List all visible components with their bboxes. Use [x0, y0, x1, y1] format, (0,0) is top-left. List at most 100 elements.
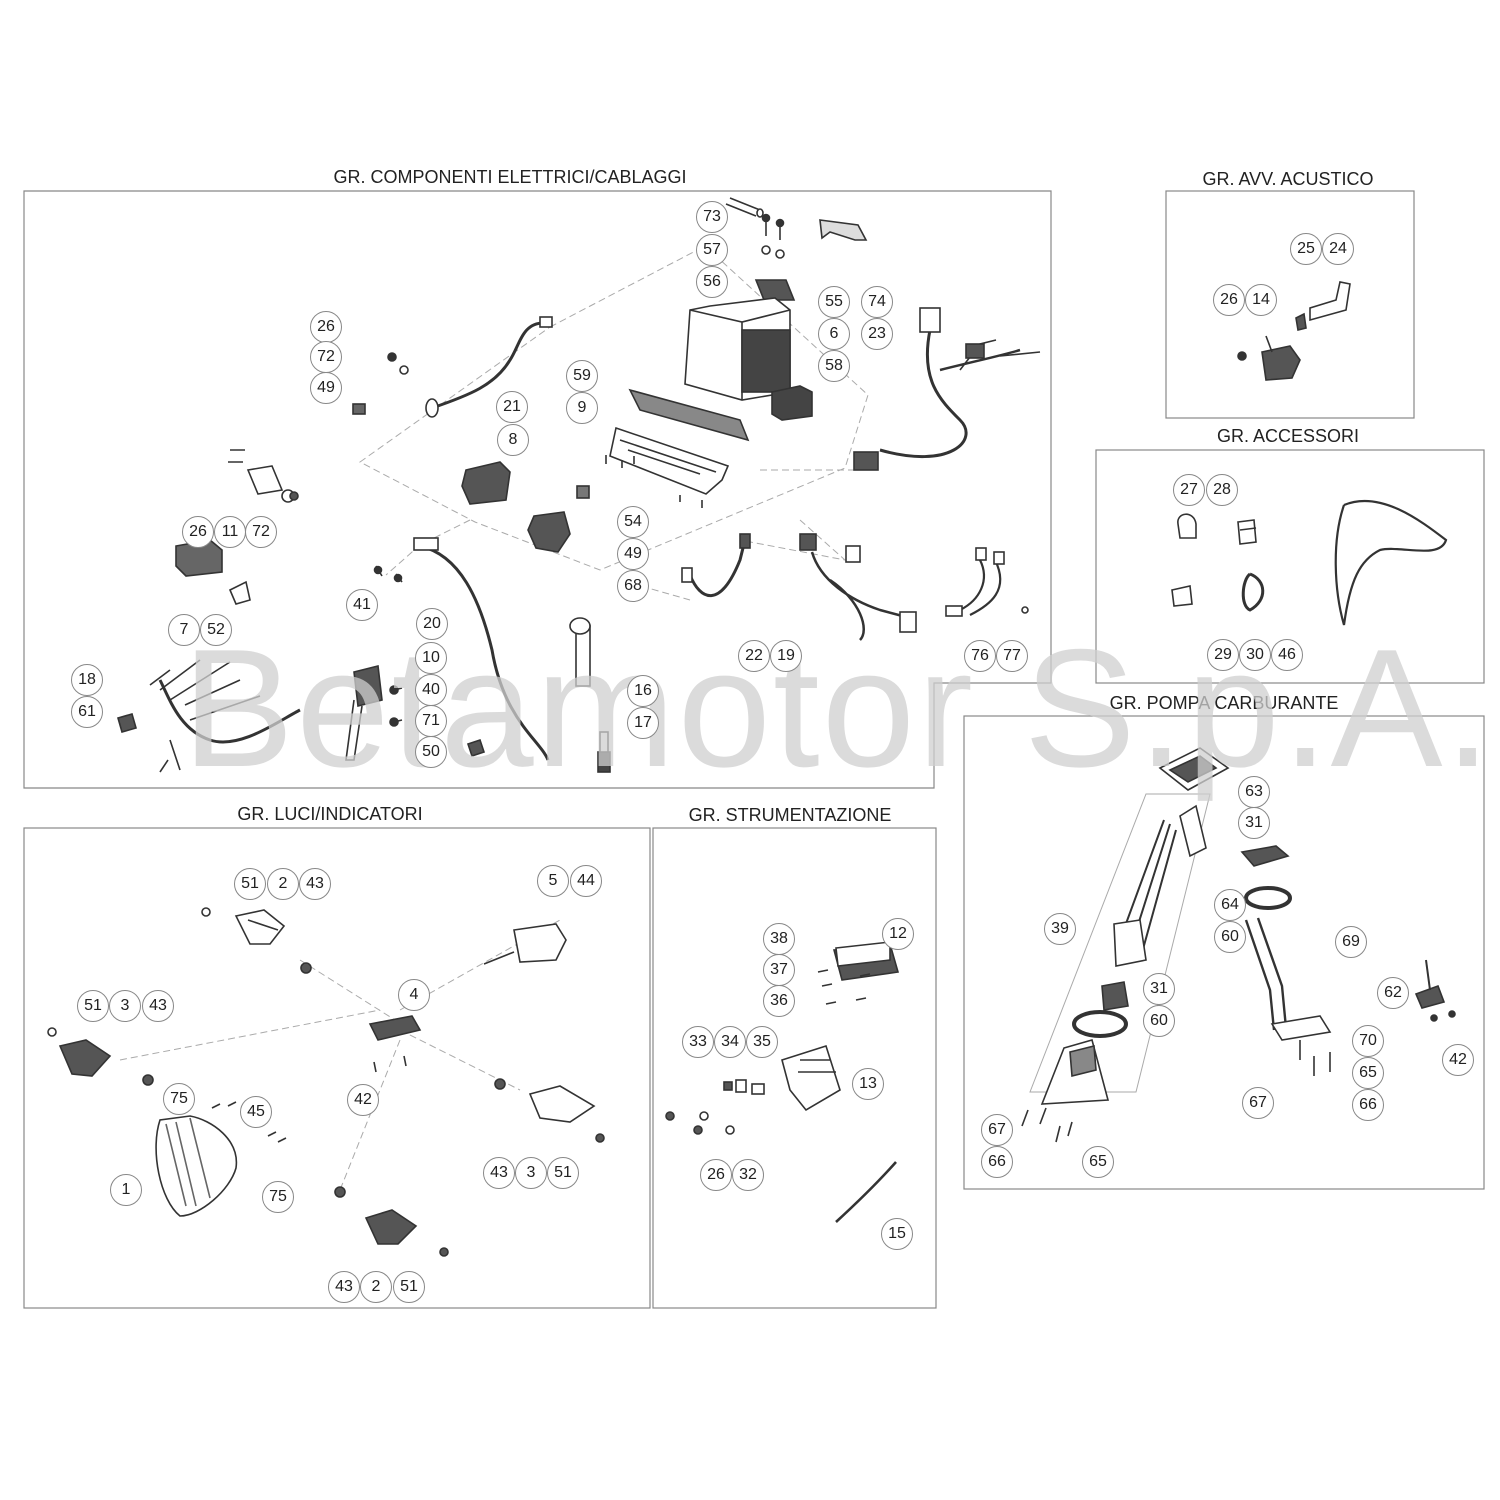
callout-36[interactable]: 36 — [763, 985, 795, 1017]
callout-52[interactable]: 52 — [200, 614, 232, 646]
callout-42[interactable]: 42 — [1442, 1044, 1474, 1076]
callout-26[interactable]: 26 — [182, 516, 214, 548]
callout-69[interactable]: 69 — [1335, 926, 1367, 958]
callout-72[interactable]: 72 — [245, 516, 277, 548]
callout-51[interactable]: 51 — [393, 1271, 425, 1303]
callout-45[interactable]: 45 — [240, 1096, 272, 1128]
callout-41[interactable]: 41 — [346, 589, 378, 621]
callout-26[interactable]: 26 — [700, 1159, 732, 1191]
callout-37[interactable]: 37 — [763, 954, 795, 986]
callout-29[interactable]: 29 — [1207, 639, 1239, 671]
frame-horn — [1165, 190, 1415, 419]
callout-12[interactable]: 12 — [882, 918, 914, 950]
group-title-accessories: GR. ACCESSORI — [1216, 426, 1360, 446]
callout-42[interactable]: 42 — [347, 1084, 379, 1116]
callout-64[interactable]: 64 — [1214, 889, 1246, 921]
callout-44[interactable]: 44 — [570, 865, 602, 897]
callout-5[interactable]: 5 — [537, 865, 569, 897]
callout-3[interactable]: 3 — [515, 1157, 547, 1189]
callout-61[interactable]: 61 — [71, 696, 103, 728]
callout-24[interactable]: 24 — [1322, 233, 1354, 265]
callout-59[interactable]: 59 — [566, 360, 598, 392]
callout-10[interactable]: 10 — [415, 642, 447, 674]
callout-15[interactable]: 15 — [881, 1218, 913, 1250]
horn-parts — [1237, 281, 1351, 381]
callout-38[interactable]: 38 — [763, 923, 795, 955]
callout-23[interactable]: 23 — [861, 318, 893, 350]
callout-57[interactable]: 57 — [696, 234, 728, 266]
callout-27[interactable]: 27 — [1173, 474, 1205, 506]
callout-51[interactable]: 51 — [77, 990, 109, 1022]
callout-71[interactable]: 71 — [415, 705, 447, 737]
callout-3[interactable]: 3 — [109, 990, 141, 1022]
callout-6[interactable]: 6 — [818, 318, 850, 350]
callout-31[interactable]: 31 — [1238, 807, 1270, 839]
callout-43[interactable]: 43 — [483, 1157, 515, 1189]
callout-65[interactable]: 65 — [1082, 1146, 1114, 1178]
callout-73[interactable]: 73 — [696, 201, 728, 233]
callout-21[interactable]: 21 — [496, 391, 528, 423]
callout-26[interactable]: 26 — [1213, 284, 1245, 316]
callout-16[interactable]: 16 — [627, 675, 659, 707]
callout-66[interactable]: 66 — [981, 1146, 1013, 1178]
callout-74[interactable]: 74 — [861, 286, 893, 318]
callout-4[interactable]: 4 — [398, 979, 430, 1011]
callout-76[interactable]: 76 — [964, 640, 996, 672]
callout-18[interactable]: 18 — [71, 664, 103, 696]
callout-63[interactable]: 63 — [1238, 776, 1270, 808]
callout-43[interactable]: 43 — [299, 868, 331, 900]
callout-17[interactable]: 17 — [627, 707, 659, 739]
callout-46[interactable]: 46 — [1271, 639, 1303, 671]
callout-77[interactable]: 77 — [996, 640, 1028, 672]
callout-32[interactable]: 32 — [732, 1159, 764, 1191]
callout-14[interactable]: 14 — [1245, 284, 1277, 316]
callout-58[interactable]: 58 — [818, 350, 850, 382]
callout-51[interactable]: 51 — [234, 868, 266, 900]
callout-11[interactable]: 11 — [214, 516, 246, 548]
frame-accessories — [1095, 449, 1485, 684]
callout-50[interactable]: 50 — [415, 736, 447, 768]
callout-56[interactable]: 56 — [696, 266, 728, 298]
callout-43[interactable]: 43 — [142, 990, 174, 1022]
callout-60[interactable]: 60 — [1143, 1005, 1175, 1037]
callout-66[interactable]: 66 — [1352, 1089, 1384, 1121]
callout-13[interactable]: 13 — [852, 1068, 884, 1100]
callout-9[interactable]: 9 — [566, 392, 598, 424]
callout-49[interactable]: 49 — [617, 538, 649, 570]
callout-28[interactable]: 28 — [1206, 474, 1238, 506]
callout-40[interactable]: 40 — [415, 674, 447, 706]
callout-49[interactable]: 49 — [310, 372, 342, 404]
group-title-horn: GR. AVV. ACUSTICO — [1202, 169, 1374, 189]
callout-7[interactable]: 7 — [168, 614, 200, 646]
callout-26[interactable]: 26 — [310, 311, 342, 343]
fuel-pump-parts — [1021, 747, 1456, 1143]
callout-8[interactable]: 8 — [497, 424, 529, 456]
callout-67[interactable]: 67 — [1242, 1087, 1274, 1119]
callout-67[interactable]: 67 — [981, 1114, 1013, 1146]
callout-54[interactable]: 54 — [617, 506, 649, 538]
callout-1[interactable]: 1 — [110, 1174, 142, 1206]
callout-39[interactable]: 39 — [1044, 913, 1076, 945]
callout-55[interactable]: 55 — [818, 286, 850, 318]
callout-20[interactable]: 20 — [416, 608, 448, 640]
callout-30[interactable]: 30 — [1239, 639, 1271, 671]
callout-68[interactable]: 68 — [617, 570, 649, 602]
callout-62[interactable]: 62 — [1377, 977, 1409, 1009]
callout-72[interactable]: 72 — [310, 341, 342, 373]
callout-51[interactable]: 51 — [547, 1157, 579, 1189]
callout-31[interactable]: 31 — [1143, 973, 1175, 1005]
callout-65[interactable]: 65 — [1352, 1057, 1384, 1089]
callout-75[interactable]: 75 — [163, 1083, 195, 1115]
callout-60[interactable]: 60 — [1214, 921, 1246, 953]
callout-35[interactable]: 35 — [746, 1026, 778, 1058]
callout-75[interactable]: 75 — [262, 1181, 294, 1213]
callout-34[interactable]: 34 — [714, 1026, 746, 1058]
callout-2[interactable]: 2 — [360, 1271, 392, 1303]
callout-70[interactable]: 70 — [1352, 1025, 1384, 1057]
callout-33[interactable]: 33 — [682, 1026, 714, 1058]
callout-2[interactable]: 2 — [267, 868, 299, 900]
callout-25[interactable]: 25 — [1290, 233, 1322, 265]
callout-22[interactable]: 22 — [738, 640, 770, 672]
callout-43[interactable]: 43 — [328, 1271, 360, 1303]
callout-19[interactable]: 19 — [770, 640, 802, 672]
